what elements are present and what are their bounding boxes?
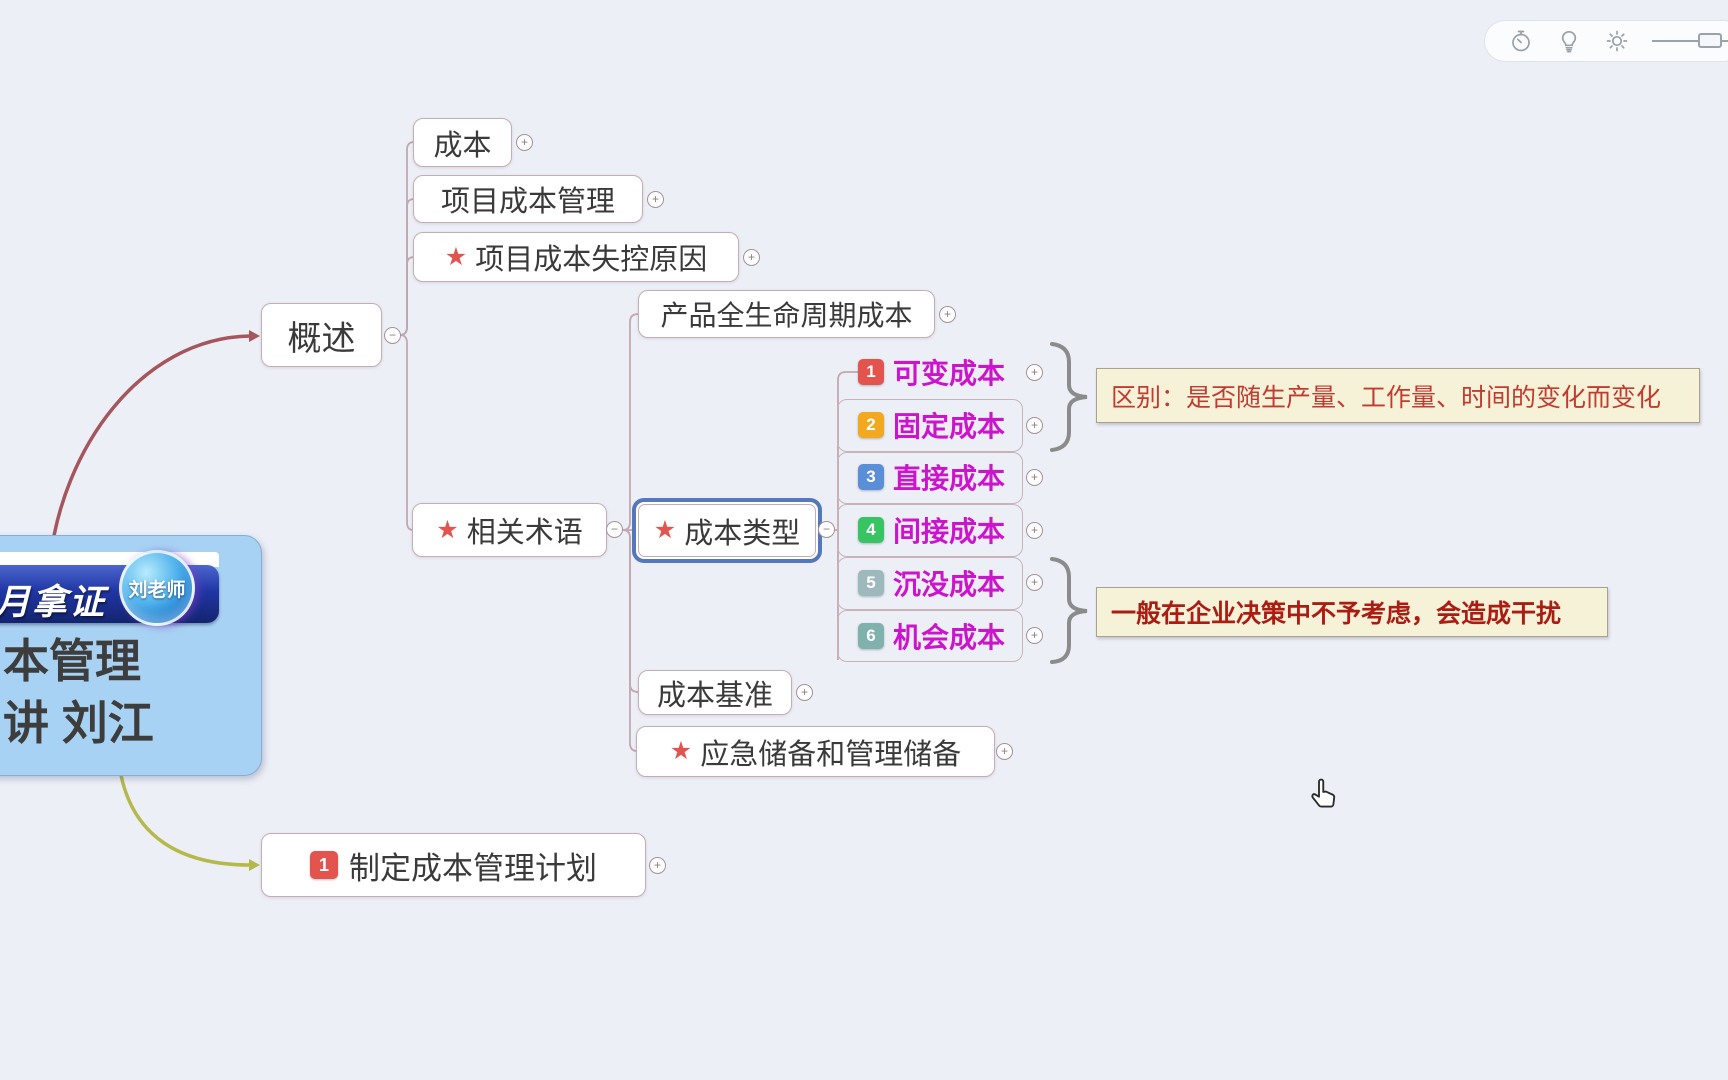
star-icon[interactable]: ★ bbox=[436, 515, 459, 544]
cost-item-box bbox=[837, 399, 1023, 452]
mouse-cursor bbox=[1311, 778, 1336, 808]
node-cost[interactable]: 成本 bbox=[413, 118, 512, 167]
node-label: 项目成本管理 bbox=[440, 186, 615, 218]
cost-item-box bbox=[837, 610, 1023, 662]
node-cost-types-selected[interactable]: ★ 成本类型 bbox=[632, 498, 822, 563]
node-product-lifecycle-cost[interactable]: 产品全生命周期成本 bbox=[638, 290, 935, 338]
node-variable-cost[interactable]: 1 可变成本 bbox=[858, 346, 1005, 398]
node-label: 直接成本 bbox=[893, 463, 1006, 494]
callout-text: 区别：是否随生产量、工作量、时间的变化而变化 bbox=[1111, 383, 1662, 412]
node-make-cost-plan[interactable]: 1 制定成本管理计划 bbox=[261, 833, 646, 897]
root-branch-plan bbox=[118, 769, 260, 871]
node-cost-types[interactable]: ★ 成本类型 bbox=[638, 504, 816, 557]
root-title-line1: 本管理 bbox=[3, 635, 141, 687]
zoom-slider-handle[interactable] bbox=[1698, 33, 1722, 48]
node-label: 成本类型 bbox=[684, 517, 801, 550]
cost-item-box bbox=[837, 452, 1023, 504]
priority-5-badge[interactable]: 5 bbox=[858, 570, 884, 596]
callout-sunk-opportunity[interactable]: 一般在企业决策中不予考虑，会造成干扰 bbox=[1096, 587, 1608, 637]
node-label: 成本基准 bbox=[656, 679, 773, 712]
root-title: 本管理 讲 刘江 bbox=[3, 630, 154, 754]
expand-toggle-lifecycle[interactable]: + bbox=[939, 306, 956, 323]
expand-toggle-sunk-cost[interactable]: + bbox=[1026, 574, 1043, 591]
collapse-toggle-related-terms[interactable]: − bbox=[606, 521, 623, 538]
expand-toggle-cost[interactable]: + bbox=[516, 134, 533, 151]
node-label: 相关术语 bbox=[466, 517, 583, 549]
node-label: 应急储备和管理储备 bbox=[700, 738, 962, 771]
cost-item-box bbox=[837, 557, 1023, 610]
arrowhead-icon bbox=[249, 330, 260, 342]
terms-child-lines bbox=[622, 313, 639, 752]
node-related-terms[interactable]: ★ 相关术语 bbox=[412, 503, 607, 557]
overview-child-lines bbox=[399, 141, 415, 531]
node-project-cost-management[interactable]: 项目成本管理 bbox=[413, 175, 643, 223]
node-label: 固定成本 bbox=[893, 411, 1006, 442]
node-overview[interactable]: 概述 bbox=[261, 303, 382, 367]
teacher-badge: 刘老师 bbox=[119, 550, 195, 626]
star-icon[interactable]: ★ bbox=[444, 242, 468, 271]
node-cost-baseline[interactable]: 成本基准 bbox=[638, 670, 792, 715]
summary-brace-variable-fixed[interactable] bbox=[1050, 342, 1088, 452]
expand-toggle-project-cost[interactable]: + bbox=[647, 191, 664, 208]
root-branch-overview bbox=[48, 330, 260, 563]
arrowhead-icon bbox=[249, 859, 260, 871]
expand-toggle-out-of-control[interactable]: + bbox=[743, 249, 760, 266]
node-label: 可变成本 bbox=[893, 358, 1006, 389]
node-label: 沉没成本 bbox=[893, 569, 1006, 600]
brightness-icon[interactable] bbox=[1605, 29, 1629, 53]
priority-6-badge[interactable]: 6 bbox=[858, 623, 884, 649]
node-label: 机会成本 bbox=[893, 622, 1006, 653]
expand-toggle-variable-cost[interactable]: + bbox=[1026, 364, 1043, 381]
root-title-line2: 讲 刘江 bbox=[3, 697, 154, 749]
timer-icon[interactable] bbox=[1509, 29, 1533, 53]
expand-toggle-cost-baseline[interactable]: + bbox=[796, 684, 813, 701]
node-opportunity-cost[interactable]: 6 机会成本 bbox=[858, 610, 1005, 662]
node-label: 制定成本管理计划 bbox=[349, 850, 597, 886]
node-label: 概述 bbox=[287, 319, 356, 358]
banner-brand-text: 月拿证 bbox=[0, 583, 107, 622]
expand-toggle-indirect-cost[interactable]: + bbox=[1026, 522, 1043, 539]
priority-1-badge[interactable]: 1 bbox=[310, 851, 338, 879]
expand-toggle-fixed-cost[interactable]: + bbox=[1026, 417, 1043, 434]
node-label: 间接成本 bbox=[893, 516, 1006, 547]
priority-2-badge[interactable]: 2 bbox=[858, 412, 884, 438]
summary-brace-sunk-opportunity[interactable] bbox=[1050, 557, 1088, 664]
node-label: 产品全生命周期成本 bbox=[660, 300, 913, 331]
callout-variable-vs-fixed[interactable]: 区别：是否随生产量、工作量、时间的变化而变化 bbox=[1096, 368, 1700, 423]
collapse-toggle-overview[interactable]: − bbox=[384, 327, 401, 344]
node-cost-out-of-control[interactable]: ★ 项目成本失控原因 bbox=[413, 232, 739, 282]
node-sunk-cost[interactable]: 5 沉没成本 bbox=[858, 557, 1005, 609]
star-icon[interactable]: ★ bbox=[669, 737, 693, 765]
lightbulb-icon[interactable] bbox=[1557, 29, 1581, 53]
node-label: 成本 bbox=[433, 129, 492, 162]
expand-toggle-opportunity[interactable]: + bbox=[1026, 627, 1043, 644]
node-reserves[interactable]: ★ 应急储备和管理储备 bbox=[636, 726, 995, 777]
priority-4-badge[interactable]: 4 bbox=[858, 517, 884, 543]
expand-toggle-make-plan[interactable]: + bbox=[649, 857, 666, 874]
root-node[interactable]: 月拿证 刘老师 本管理 讲 刘江 bbox=[0, 535, 262, 776]
node-indirect-cost[interactable]: 4 间接成本 bbox=[858, 504, 1005, 556]
node-direct-cost[interactable]: 3 直接成本 bbox=[858, 451, 1005, 503]
priority-1-badge[interactable]: 1 bbox=[858, 359, 884, 385]
node-fixed-cost[interactable]: 2 固定成本 bbox=[858, 399, 1005, 451]
zoom-slider-track[interactable] bbox=[1652, 40, 1728, 42]
cost-item-box bbox=[837, 504, 1023, 557]
collapse-toggle-cost-types[interactable]: − bbox=[818, 521, 835, 538]
root-banner-image: 月拿证 刘老师 bbox=[0, 550, 219, 628]
expand-toggle-reserves[interactable]: + bbox=[996, 743, 1013, 760]
node-label: 项目成本失控原因 bbox=[475, 244, 708, 276]
star-icon[interactable]: ★ bbox=[653, 516, 677, 544]
callout-text: 一般在企业决策中不予考虑，会造成干扰 bbox=[1111, 600, 1562, 628]
teacher-badge-label: 刘老师 bbox=[128, 579, 186, 601]
priority-3-badge[interactable]: 3 bbox=[858, 464, 884, 490]
expand-toggle-direct-cost[interactable]: + bbox=[1026, 469, 1043, 486]
